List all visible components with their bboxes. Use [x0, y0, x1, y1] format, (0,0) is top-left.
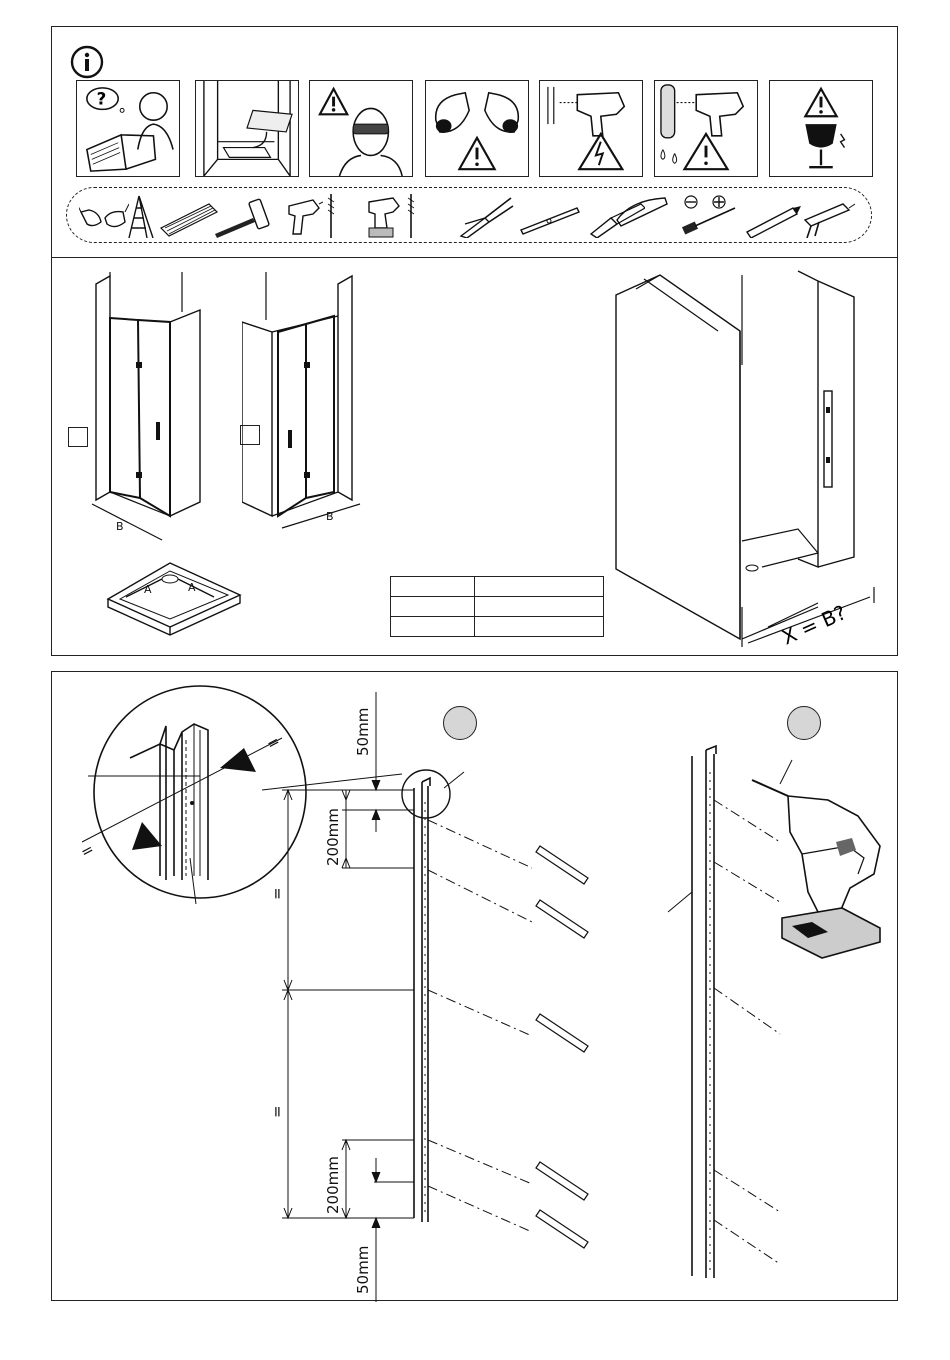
electric-cable-drill-warning-icon	[539, 80, 643, 177]
svg-text:50mm: 50mm	[354, 708, 372, 756]
svg-text:200mm: 200mm	[324, 1156, 342, 1214]
pencil-icon	[743, 194, 803, 238]
drilling-profile-drawing	[652, 742, 892, 1282]
fragile-glass-warning-icon	[769, 80, 873, 177]
svg-text:X = B?: X = B?	[778, 600, 849, 647]
table-row	[391, 597, 604, 617]
drill-icon	[285, 194, 323, 238]
svg-text:A: A	[144, 583, 152, 596]
spirit-level-icon	[519, 194, 581, 238]
drill-bit-icon	[325, 194, 337, 238]
niche-measurement-drawing: X = B?	[612, 267, 892, 647]
hacksaw-icon	[613, 194, 669, 238]
safety-and-tools-panel: ?	[51, 26, 898, 656]
shower-tray-drawing: A A	[106, 557, 246, 639]
screwdriver-icon	[679, 194, 741, 238]
step-number-circle	[443, 706, 477, 740]
svg-text:50mm: 50mm	[354, 1246, 372, 1294]
info-icon	[70, 45, 104, 79]
table-row	[391, 577, 604, 597]
cordless-drill-icon	[363, 194, 403, 238]
folding-door-variant-left-drawing: B	[82, 272, 212, 547]
svg-text:B: B	[116, 520, 124, 533]
dimension-table	[390, 576, 604, 637]
section-divider	[52, 257, 897, 258]
drill-bit-icon	[405, 194, 417, 238]
svg-text:=: =	[82, 840, 97, 862]
read-manual-icon: ?	[76, 80, 180, 177]
wear-safety-glasses-warning-icon	[309, 80, 413, 177]
table-row	[391, 617, 604, 637]
drilling-instructions-panel: = = 50mm 200mm = = 200mm 50mm	[51, 671, 898, 1301]
wear-safety-shoes-warning-icon	[425, 80, 529, 177]
svg-text:=: =	[268, 1105, 286, 1118]
water-pipe-drill-warning-icon	[654, 80, 758, 177]
step-ladder-icon	[125, 194, 157, 238]
safety-glasses-icon	[79, 194, 129, 238]
svg-text:200mm: 200mm	[324, 808, 342, 866]
caulking-gun-icon	[795, 194, 855, 238]
svg-text:B: B	[326, 510, 334, 523]
hammer-icon	[213, 194, 273, 238]
wall-profile-dimension-drawing: 50mm 200mm = = 200mm 50mm	[252, 692, 592, 1302]
svg-text:?: ?	[97, 90, 107, 109]
brush-icon	[159, 194, 221, 238]
svg-text:A: A	[188, 581, 196, 594]
pliers-icon	[459, 194, 515, 238]
check-packaging-icon	[195, 80, 299, 177]
svg-text:=: =	[268, 887, 286, 900]
folding-door-variant-right-drawing: B	[242, 272, 372, 547]
required-tools-bar	[66, 187, 872, 243]
step-number-circle	[787, 706, 821, 740]
